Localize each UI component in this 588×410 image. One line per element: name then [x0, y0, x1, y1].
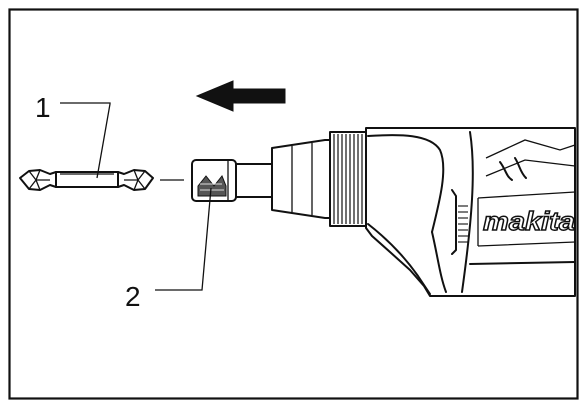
drill-chuck	[271, 139, 331, 219]
chuck-collar	[329, 131, 367, 227]
callout-2-label: 2	[125, 281, 141, 312]
drill-body	[365, 127, 576, 297]
brand-logo: makita	[483, 206, 575, 236]
figure-frame	[8, 8, 579, 400]
insert-direction-arrow	[195, 80, 286, 112]
screwdriver-bit	[19, 169, 154, 191]
callout-1-label: 1	[35, 92, 51, 123]
callout-2-leader	[155, 187, 212, 291]
bit-holder	[191, 159, 237, 202]
drill-shaft	[235, 163, 273, 198]
callout-1-leader	[60, 102, 111, 179]
